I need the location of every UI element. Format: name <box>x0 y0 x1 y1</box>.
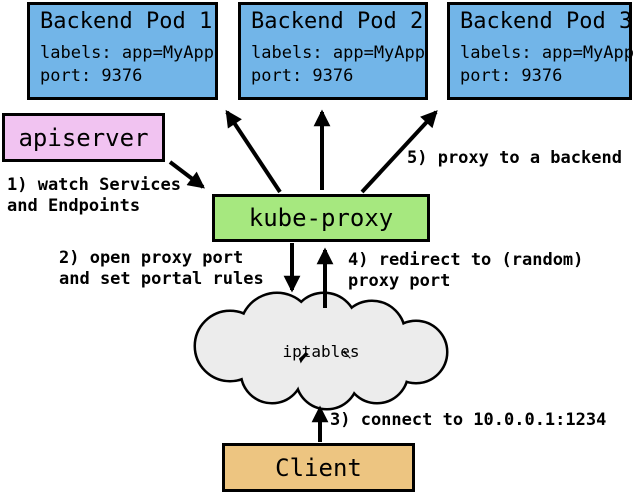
client-node: Client <box>222 443 415 492</box>
backend-pod-3: Backend Pod 3 labels: app=MyApp port: 93… <box>447 2 634 100</box>
arrow-step5-kubeproxy-to-pod1 <box>225 109 282 194</box>
client-label: Client <box>275 453 362 482</box>
backend-pod-1-port: port: 9376 <box>40 66 143 86</box>
annotation-step1-line2: and Endpoints <box>7 196 141 216</box>
backend-pod-2-title: Backend Pod 2 <box>251 9 424 34</box>
backend-pod-3-port: port: 9376 <box>460 66 563 86</box>
backend-pod-1-title: Backend Pod 1 <box>40 9 213 34</box>
annotation-step4-line2: proxy port <box>348 271 451 291</box>
annotation-step2: 2) open proxy port and set portal rules <box>59 248 264 290</box>
backend-pod-3-title: Backend Pod 3 <box>460 9 633 34</box>
arrow-step5-kubeproxy-to-pod3 <box>360 110 438 194</box>
annotation-step5: 5) proxy to a backend <box>407 148 622 169</box>
annotation-step1: 1) watch Services and Endpoints <box>7 175 181 217</box>
backend-pod-1: Backend Pod 1 labels: app=MyApp port: 93… <box>27 2 218 100</box>
annotation-step1-line1: 1) watch Services <box>7 175 181 195</box>
backend-pod-1-labels: labels: app=MyApp <box>40 43 214 63</box>
annotation-step2-line2: and set portal rules <box>59 269 264 289</box>
arrow-step1-apiserver-to-kubeproxy <box>168 160 206 189</box>
apiserver-label: apiserver <box>18 123 149 152</box>
apiserver-node: apiserver <box>2 113 165 162</box>
backend-pod-2-port: port: 9376 <box>251 66 354 86</box>
kube-proxy-node: kube-proxy <box>212 194 430 242</box>
annotation-step3: 3) connect to 10.0.0.1:1234 <box>330 410 606 431</box>
iptables-cloud <box>193 291 449 411</box>
annotation-step4: 4) redirect to (random) proxy port <box>348 250 583 292</box>
annotation-step4-line1: 4) redirect to (random) <box>348 250 584 270</box>
backend-pod-2-labels: labels: app=MyApp <box>251 43 425 63</box>
annotation-step2-line1: 2) open proxy port <box>59 248 244 268</box>
annotation-step5-line1: 5) proxy to a backend <box>407 148 622 168</box>
iptables-label: iptables <box>282 342 360 361</box>
backend-pod-2: Backend Pod 2 labels: app=MyApp port: 93… <box>238 2 428 100</box>
kube-proxy-label: kube-proxy <box>248 204 394 232</box>
annotation-step3-line1: 3) connect to 10.0.0.1:1234 <box>330 410 607 430</box>
backend-pod-3-labels: labels: app=MyApp <box>460 43 634 63</box>
